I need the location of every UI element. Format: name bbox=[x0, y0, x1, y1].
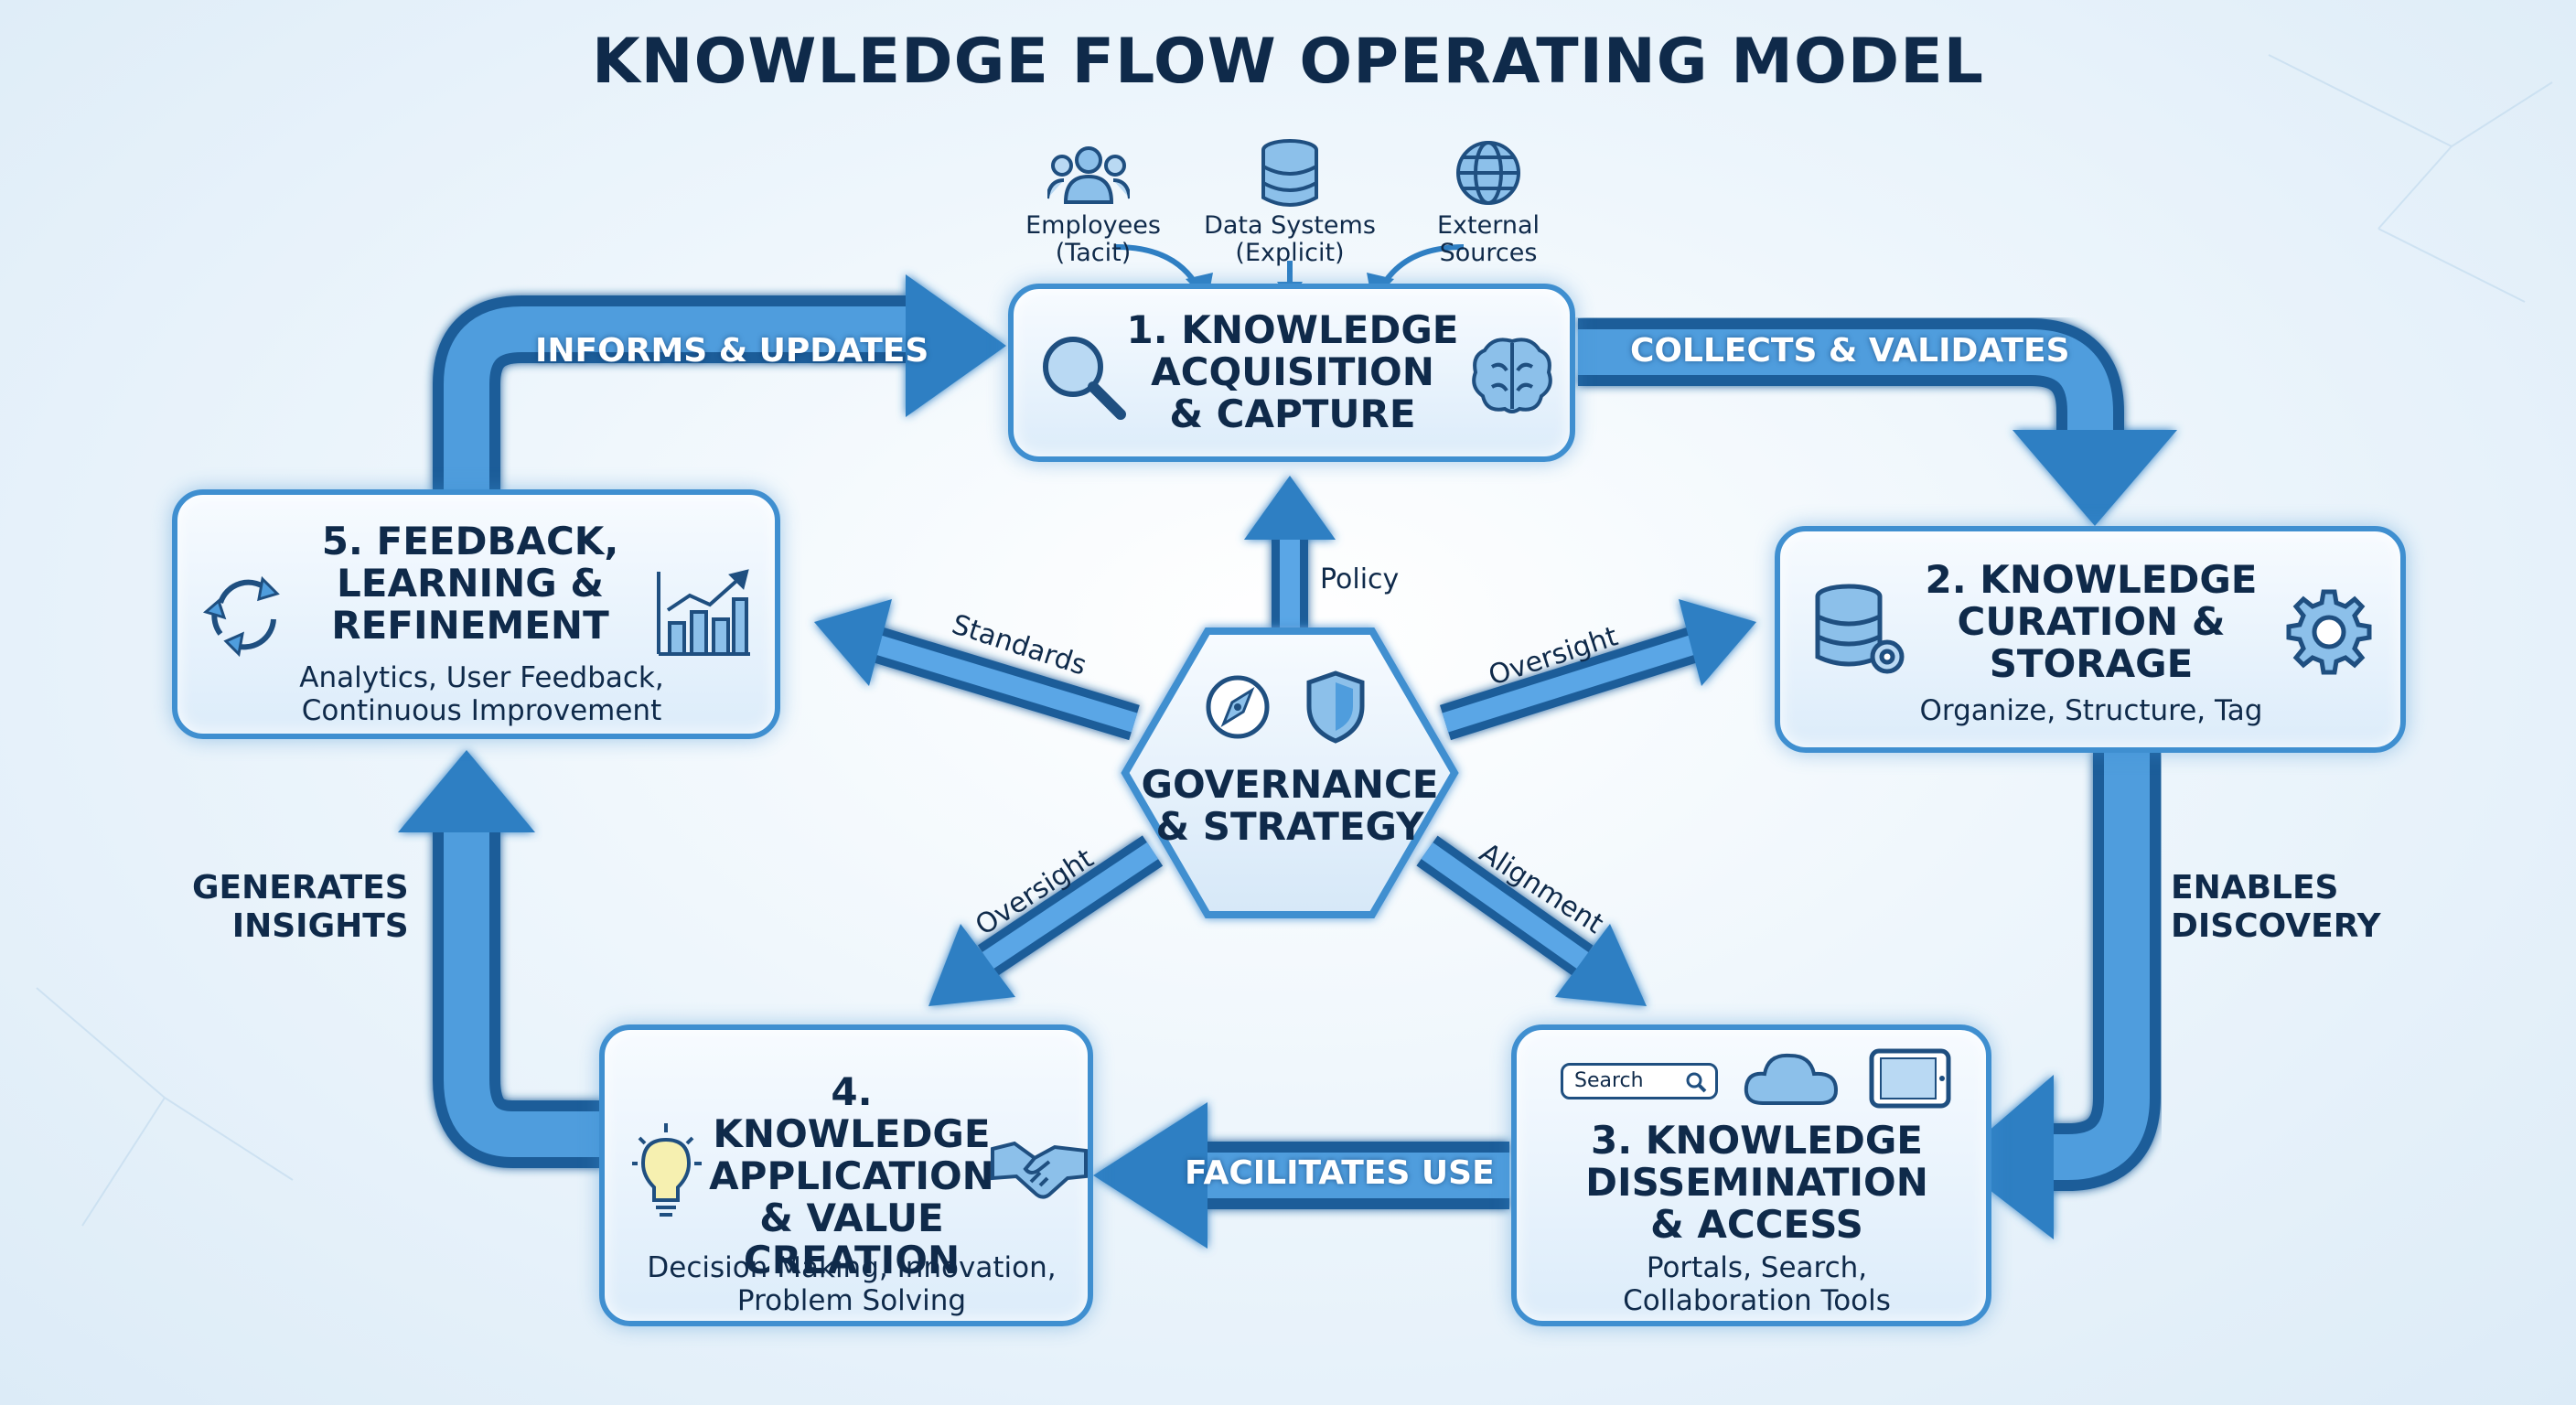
governance-link-policy: Policy bbox=[1320, 563, 1400, 595]
stage-4-box: 4. KNOWLEDGE APPLICATION & VALUE CREATIO… bbox=[599, 1024, 1093, 1326]
stage-4-description: Decision Making, Innovation, Problem Sol… bbox=[647, 1251, 1057, 1317]
flow-label-generates: GENERATES INSIGHTS bbox=[192, 869, 409, 945]
handshake-icon bbox=[991, 1141, 1088, 1199]
stage-2-description: Organize, Structure, Tag bbox=[1919, 694, 2263, 727]
governance-title: GOVERNANCE & STRATEGY bbox=[1141, 762, 1439, 849]
stage-3-box: Search 3. KNOWLEDGE DISSEMINATION & ACCE… bbox=[1511, 1024, 1991, 1326]
source-label-data-systems: Data Systems (Explicit) bbox=[1204, 211, 1376, 267]
stage-4-title: 4. KNOWLEDGE APPLICATION & VALUE CREATIO… bbox=[709, 1069, 994, 1282]
stage-3-title: 3. KNOWLEDGE DISSEMINATION & ACCESS bbox=[1585, 1118, 1928, 1247]
stage-5-box: 5. FEEDBACK, LEARNING & REFINEMENT Analy… bbox=[172, 489, 780, 739]
flow-label-collects: COLLECTS & VALIDATES bbox=[1630, 332, 2070, 370]
compass-icon bbox=[1206, 675, 1270, 739]
source-label-employees: Employees (Tacit) bbox=[1025, 211, 1161, 267]
stage-5-description: Analytics, User Feedback, Continuous Imp… bbox=[299, 661, 664, 727]
shield-icon bbox=[1306, 670, 1365, 744]
stage-2-title: 2. KNOWLEDGE CURATION & STORAGE bbox=[1925, 557, 2258, 686]
globe-icon bbox=[1456, 141, 1520, 205]
bar-chart-icon bbox=[657, 569, 750, 656]
stage-1-title: 1. KNOWLEDGE ACQUISITION & CAPTURE bbox=[1126, 307, 1459, 436]
flow-arrow-facilitates bbox=[1093, 1102, 1509, 1249]
brain-icon bbox=[1472, 338, 1552, 413]
lightbulb-icon bbox=[632, 1123, 702, 1217]
gear-icon bbox=[2286, 589, 2372, 675]
governance-spokes bbox=[814, 476, 1756, 1006]
source-label-external: External Sources bbox=[1436, 211, 1540, 267]
flow-label-enables: ENABLES DISCOVERY bbox=[2171, 869, 2381, 945]
people-icon bbox=[1047, 146, 1130, 204]
flow-arrow-enables bbox=[1953, 750, 2161, 1239]
search-bar-icon: Search bbox=[1561, 1063, 1718, 1099]
flow-arrow-informs bbox=[433, 274, 1006, 494]
flow-arrow-generates bbox=[398, 750, 604, 1168]
database-gear-icon bbox=[1815, 584, 1905, 674]
flow-arrow-collects bbox=[1578, 318, 2177, 526]
recycle-icon bbox=[202, 575, 280, 658]
stage-2-box: 2. KNOWLEDGE CURATION & STORAGE Organize… bbox=[1775, 526, 2406, 753]
search-bar-text: Search bbox=[1574, 1069, 1644, 1092]
stage-1-box: 1. KNOWLEDGE ACQUISITION & CAPTURE bbox=[1008, 284, 1575, 462]
tablet-icon bbox=[1869, 1048, 1951, 1109]
background-network-decoration bbox=[36, 54, 2553, 1227]
search-icon bbox=[1686, 1072, 1707, 1093]
cloud-icon bbox=[1744, 1053, 1839, 1105]
database-icon bbox=[1261, 139, 1318, 207]
page-title: KNOWLEDGE FLOW OPERATING MODEL bbox=[591, 26, 1984, 98]
magnifier-icon bbox=[1043, 337, 1126, 420]
stage-5-title: 5. FEEDBACK, LEARNING & REFINEMENT bbox=[321, 519, 619, 648]
flow-label-informs: INFORMS & UPDATES bbox=[535, 332, 929, 370]
flow-label-facilitates: FACILITATES USE bbox=[1185, 1154, 1495, 1192]
stage-3-description: Portals, Search, Collaboration Tools bbox=[1623, 1251, 1891, 1317]
